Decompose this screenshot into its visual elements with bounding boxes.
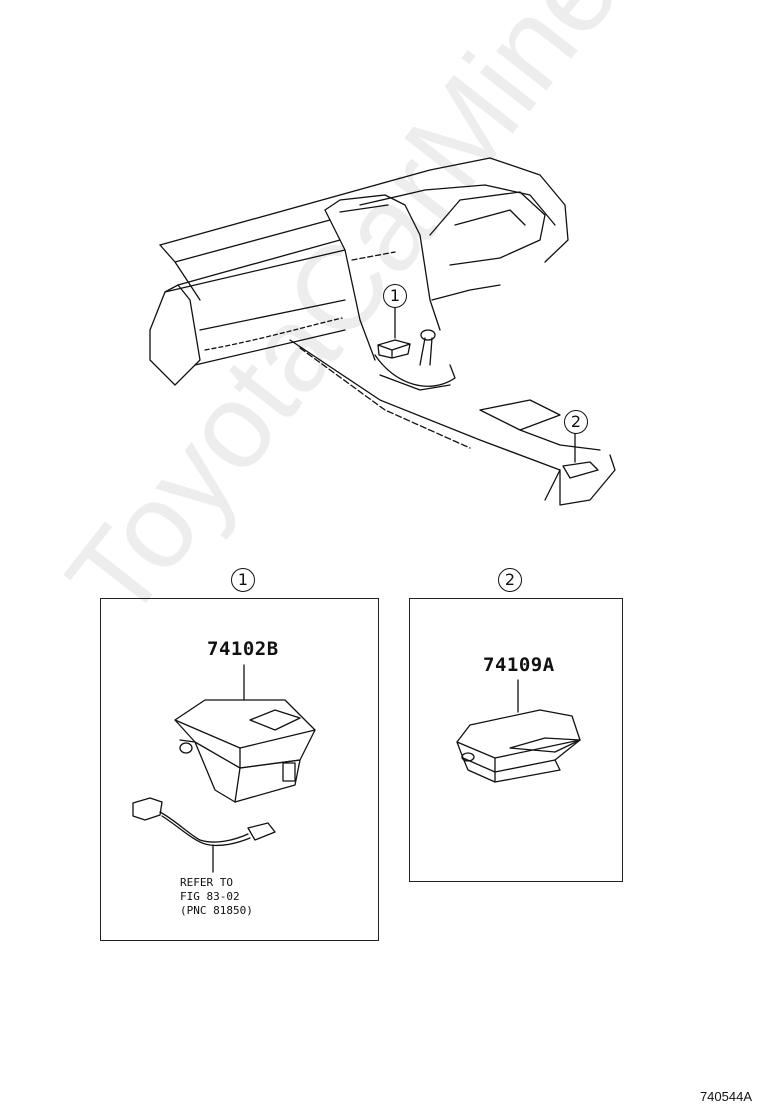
diagram-id: 740544A [699, 1089, 752, 1104]
reference-note: REFER TO FIG 83-02 (PNC 81850) [180, 876, 253, 917]
callout-1-detail: 1 [231, 568, 255, 592]
callout-2-overview: 2 [564, 410, 588, 434]
detail-panel-2 [409, 598, 623, 882]
detail-panel-1 [100, 598, 379, 941]
callout-1-overview: 1 [383, 284, 407, 308]
callout-2-detail: 2 [498, 568, 522, 592]
part-number-74109A: 74109A [483, 654, 555, 676]
part-number-74102B: 74102B [207, 638, 279, 660]
